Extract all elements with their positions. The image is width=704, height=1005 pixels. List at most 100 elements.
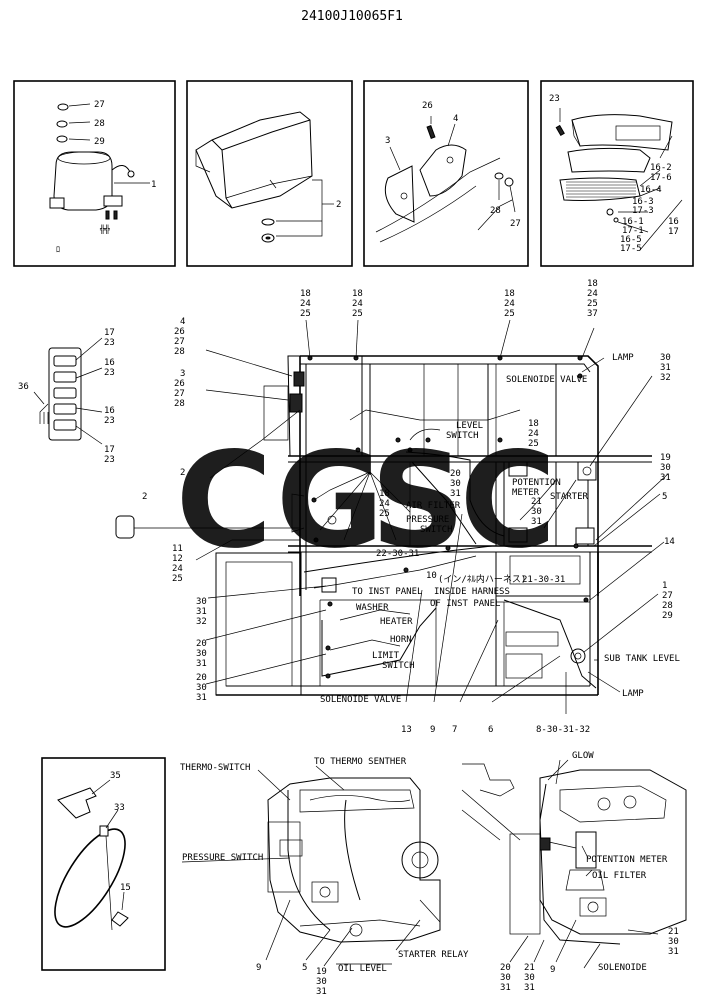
callout-17: 17: [104, 328, 115, 338]
callout-27: 27: [510, 219, 521, 229]
left-callout-20a: 20 30 31: [196, 639, 207, 669]
svg-text:28: 28: [174, 399, 185, 409]
top-callout-4: 18 24 25 37: [587, 279, 598, 319]
svg-text:4: 4: [180, 317, 185, 327]
callout-1: 1: [151, 180, 156, 190]
panel-cable-frame: [41, 757, 166, 971]
inner-callout-10: 10: [426, 571, 437, 581]
label-glow: GLOW: [572, 751, 594, 761]
callout-31: 31: [316, 987, 327, 997]
callout-28: 28: [94, 119, 105, 129]
callout-21-30-31-b: 21 30 31: [668, 927, 679, 957]
inner-callout-20: 20 30 31: [450, 469, 461, 499]
washer-part: [56, 120, 68, 128]
label-level-switch-2: SWITCH: [446, 431, 479, 441]
label-inside-harness-2: OF INST PANEL: [430, 599, 500, 609]
left-callout-4: 4 26 27 28: [174, 317, 185, 357]
watermark: C G S C: [176, 424, 557, 578]
label-starter-code: 21-30-31: [522, 575, 565, 585]
inner-callout-18b: 18 24 25: [379, 489, 390, 519]
callout-17-3: 17-3: [632, 206, 654, 216]
callout-4: 4: [453, 114, 458, 124]
bottom-callout-7: 7: [452, 725, 457, 735]
svg-text:24: 24: [379, 499, 390, 509]
label-pressure-switch-1: PRESSURE: [406, 515, 449, 525]
svg-text:30: 30: [668, 937, 679, 947]
engine-right: GLOW POTENTION METER OIL FILTER SOLENOID…: [461, 751, 687, 993]
svg-text:25: 25: [587, 299, 598, 309]
bottom-callout-6: 6: [488, 725, 493, 735]
svg-text:27: 27: [174, 389, 185, 399]
panel-relay-frame: [13, 80, 176, 267]
watermark-letter-s: S: [370, 424, 465, 578]
mount-plate: [419, 144, 467, 197]
svg-text:30: 30: [450, 479, 461, 489]
svg-text:28: 28: [174, 347, 185, 357]
svg-text:30: 30: [660, 353, 671, 363]
box-cover: [195, 111, 313, 209]
svg-text:ﾛ: ﾛ: [56, 245, 60, 254]
rear-lamp: [115, 515, 135, 539]
svg-text:20: 20: [500, 963, 511, 973]
svg-text:11: 11: [172, 544, 183, 554]
svg-text:18: 18: [352, 289, 363, 299]
label-potention-2: METER: [512, 488, 540, 498]
callout-35: 35: [110, 771, 121, 781]
callout-15: 15: [120, 883, 131, 893]
connector-part: [111, 911, 129, 927]
cab-labels: 18 24 25 18 24 25 18 24 25 18 24 25 37 4…: [142, 279, 680, 735]
svg-text:25: 25: [528, 439, 539, 449]
svg-text:18: 18: [379, 489, 390, 499]
label-potention-meter-engine: POTENTION METER: [586, 855, 668, 865]
svg-text:25: 25: [172, 574, 183, 584]
label-harness-jp: (イン/ﾈﾙ内ハーネス): [438, 573, 526, 585]
label-heater: HEATER: [380, 617, 413, 627]
panel-bracket-frame: [363, 80, 529, 267]
callout-16: 16: [104, 358, 115, 368]
svg-text:20: 20: [450, 469, 461, 479]
engine-block-right: [539, 769, 687, 935]
callout-20-30-31: 20 30 31: [500, 963, 511, 993]
panel-box-frame: [186, 80, 353, 267]
cable-tie: [54, 828, 126, 928]
watermark-letter-g: G: [276, 424, 384, 578]
svg-text:18: 18: [300, 289, 311, 299]
label-oil-level: OIL LEVEL: [338, 964, 387, 974]
svg-text:32: 32: [196, 617, 207, 627]
watermark-letter-c1: C: [176, 424, 273, 578]
engine-left: THERMO-SWITCH TO THERMO SENTHER PRESSURE…: [180, 757, 469, 997]
svg-text:30: 30: [531, 507, 542, 517]
svg-text:31: 31: [531, 517, 542, 527]
svg-text:18: 18: [528, 419, 539, 429]
label-potention-1: POTENTION: [512, 478, 561, 488]
svg-text:27: 27: [174, 337, 185, 347]
callout-23: 23: [549, 94, 560, 104]
callout-9: 9: [256, 963, 261, 973]
top-callout-2: 18 24 25: [352, 289, 363, 319]
svg-text:30: 30: [660, 463, 671, 473]
svg-text:12: 12: [172, 554, 183, 564]
svg-text:20: 20: [196, 673, 207, 683]
left-callout-11: 11 12 24 25: [172, 544, 183, 584]
svg-text:26: 26: [174, 327, 185, 337]
bottom-code: 8-30-31-32: [536, 725, 590, 735]
svg-text:31: 31: [668, 947, 679, 957]
callout-30: 30: [316, 977, 327, 987]
callout-23: 23: [104, 338, 115, 348]
svg-text:31: 31: [450, 489, 461, 499]
lamp-housing: [571, 114, 673, 151]
label-starter: STARTER: [550, 492, 589, 502]
label-thermo-switch: THERMO-SWITCH: [180, 763, 250, 773]
callout-16-2: 16-2: [650, 163, 672, 173]
watermark-letter-c2: C: [460, 424, 557, 578]
callout-33: 33: [114, 803, 125, 813]
bottom-callout-9: 9: [430, 725, 435, 735]
svg-text:19: 19: [660, 453, 671, 463]
label-horn: HORN: [390, 635, 412, 645]
right-callout-1: 1 27 28 29: [662, 581, 673, 621]
panel-cable: 35 33 15: [41, 757, 166, 971]
right-callout-5: 5: [662, 492, 667, 502]
label-solenoide-engine: SOLENOIDE: [598, 963, 647, 973]
svg-text:25: 25: [300, 309, 311, 319]
